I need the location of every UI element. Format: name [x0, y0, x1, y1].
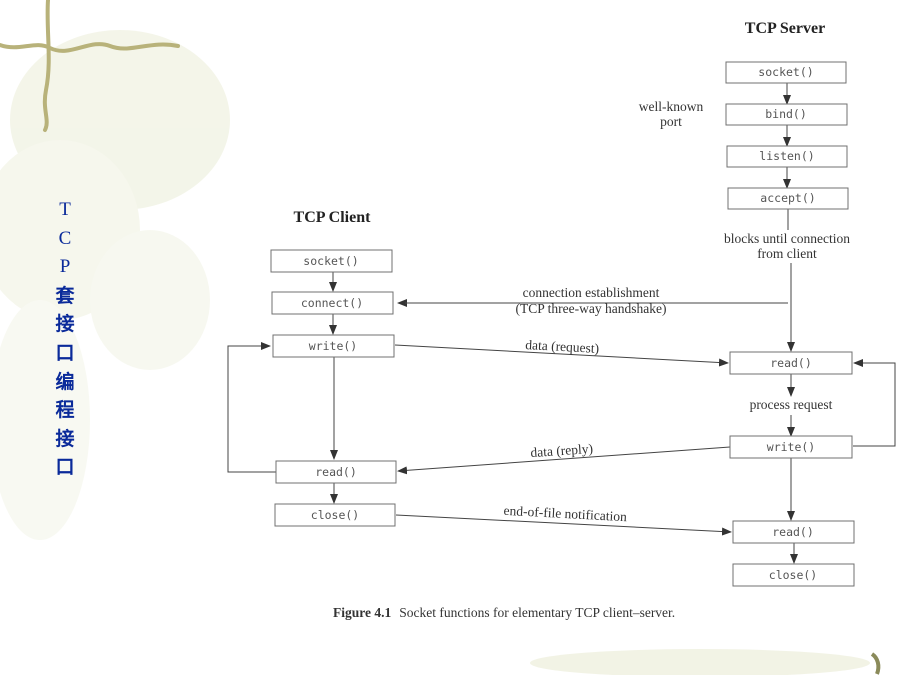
client-write-box: write() — [272, 334, 395, 358]
foliage-shading — [0, 30, 870, 675]
caption-number: Figure 4.1 — [333, 605, 391, 620]
client-read-box: read() — [275, 460, 397, 484]
vine-tip — [870, 652, 881, 675]
caption-text: Socket functions for elementary TCP clie… — [399, 605, 675, 620]
server-accept-label: accept() — [760, 191, 815, 205]
client-connect-label: connect() — [301, 296, 363, 310]
server-close-box: close() — [732, 563, 855, 587]
port-label: port — [660, 114, 682, 129]
data-request-label: data (request) — [525, 337, 600, 356]
client-close-label: close() — [311, 508, 359, 522]
server-socket-box: socket() — [725, 61, 847, 84]
client-socket-box: socket() — [270, 249, 393, 273]
side-title-letter: P — [59, 256, 71, 278]
server-socket-label: socket() — [758, 65, 813, 79]
arrow-request — [394, 344, 729, 367]
handshake-label: (TCP three-way handshake) — [516, 301, 667, 316]
client-close-box: close() — [274, 503, 396, 527]
server-bind-box: bind() — [725, 103, 848, 126]
side-title: T C P 套 接 口 编 程 接 口 — [48, 196, 82, 482]
server-bind-label: bind() — [765, 107, 807, 121]
side-title-letter: T — [59, 199, 71, 220]
server-accept-box: accept() — [727, 187, 849, 210]
client-read-label: read() — [315, 465, 357, 479]
server-read-label: read() — [770, 356, 812, 370]
client-socket-label: socket() — [303, 254, 358, 268]
side-title-letter: C — [58, 227, 72, 249]
well-known-label: well-known — [639, 99, 704, 114]
server-listen-label: listen() — [759, 149, 814, 163]
side-title-char: 套 — [55, 284, 75, 307]
server-read2-box: read() — [732, 520, 855, 544]
server-read-box: read() — [729, 351, 853, 375]
client-loop-arrow — [227, 342, 276, 473]
client-header: TCP Client — [294, 209, 372, 226]
server-write-label: write() — [767, 440, 815, 454]
arrow-reply — [397, 446, 731, 475]
data-reply-label: data (reply) — [530, 441, 593, 460]
flow-lines — [227, 83, 896, 564]
server-loop-arrow — [853, 359, 896, 447]
blocks-label: blocks until connection — [724, 231, 850, 246]
side-title-char: 编 — [55, 370, 75, 393]
client-write-label: write() — [309, 339, 357, 353]
server-read2-label: read() — [772, 525, 814, 539]
client-connect-box: connect() — [271, 291, 394, 315]
side-title-char: 接 — [55, 313, 75, 336]
server-listen-box: listen() — [726, 145, 848, 168]
side-title-char: 程 — [55, 399, 75, 422]
figure-caption: Figure 4.1 Socket functions for elementar… — [333, 605, 675, 620]
server-write-box: write() — [729, 435, 853, 459]
vine-ornament — [0, 0, 180, 132]
eof-label: end-of-file notification — [503, 503, 627, 524]
server-header: TCP Server — [745, 20, 825, 37]
side-title-char: 口 — [55, 341, 75, 364]
process-request-label: process request — [750, 397, 833, 412]
from-client-label: from client — [757, 246, 817, 261]
connection-establishment-label: connection establishment — [523, 285, 660, 300]
side-title-char: 口 — [55, 456, 75, 479]
side-title-char: 接 — [55, 427, 75, 450]
server-close-label: close() — [769, 568, 817, 582]
arrow-eof — [395, 514, 732, 536]
